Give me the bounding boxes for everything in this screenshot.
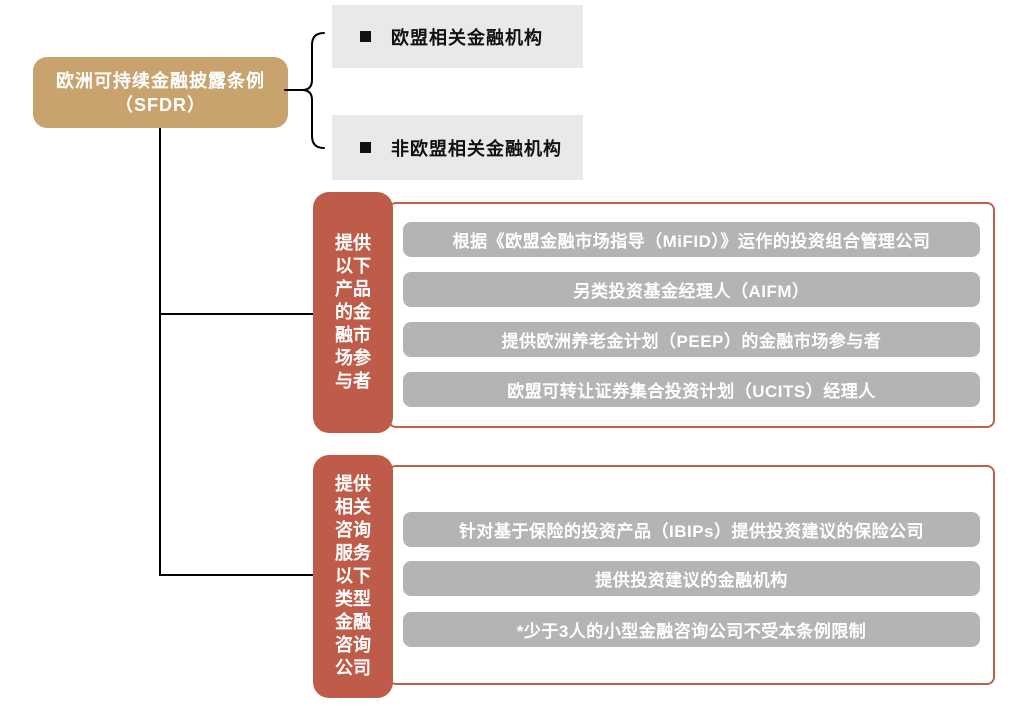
item-bar-aifm: 另类投资基金经理人（AIFM） (403, 272, 980, 307)
square-bullet-icon (360, 31, 371, 42)
square-bullet-icon (360, 142, 371, 153)
institution-label: 欧盟相关金融机构 (391, 27, 543, 48)
institution-box-non-eu: 非欧盟相关金融机构 (332, 115, 583, 180)
connector-branch-line-2 (159, 574, 315, 576)
connector-branch-line-1 (159, 313, 315, 315)
institution-label: 非欧盟相关金融机构 (391, 138, 562, 159)
item-bar-ibips: 针对基于保险的投资产品（IBIPs）提供投资建议的保险公司 (403, 512, 980, 547)
category-pill-advisory-companies: 提供 相关 咨询 服务 以下 类型 金融 咨询 公司 (313, 455, 393, 698)
category-pill-market-participants: 提供 以下 产品 的金 融市 场参 与者 (313, 192, 393, 433)
item-bar-peep: 提供欧洲养老金计划（PEEP）的金融市场参与者 (403, 322, 980, 357)
institution-box-eu: 欧盟相关金融机构 (332, 5, 583, 68)
item-bar-ucits: 欧盟可转让证券集合投资计划（UCITS）经理人 (403, 372, 980, 407)
item-bar-advice-institutions: 提供投资建议的金融机构 (403, 561, 980, 596)
item-bar-mifid: 根据《欧盟金融市场指导（MiFID）》运作的投资组合管理公司 (403, 222, 980, 257)
connector-vertical-line (159, 128, 161, 576)
root-node-sfdr: 欧洲可持续金融披露条例 （SFDR） (33, 57, 288, 128)
brace-bracket (284, 32, 325, 149)
item-bar-small-firm-exemption: *少于3人的小型金融咨询公司不受本条例限制 (403, 612, 980, 647)
